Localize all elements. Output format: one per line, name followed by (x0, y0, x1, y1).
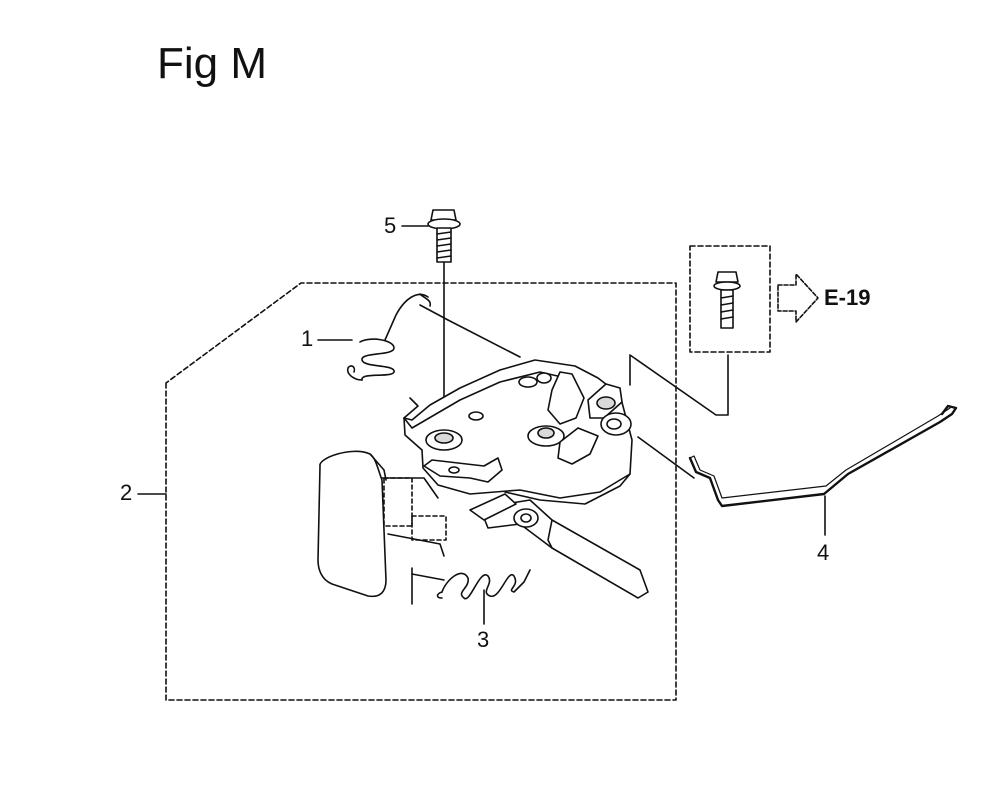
choke-plate (317, 450, 447, 598)
reference-arrow-icon (777, 273, 819, 323)
governor-arm-plate (403, 359, 633, 505)
control-pivot-bracket (547, 371, 632, 465)
assembly-outline (165, 282, 677, 701)
governor-rod-part-4 (688, 404, 958, 508)
control-lever-arm (469, 493, 649, 599)
callout-1-label: 1 (301, 326, 314, 351)
spring-part-1 (346, 293, 432, 381)
spring-leader-extra (403, 397, 419, 419)
reference-e19-label: E-19 (824, 285, 871, 310)
spring-part-3 (411, 567, 531, 605)
throttle-link-tab (423, 457, 503, 483)
leader-spring-hook (419, 304, 449, 321)
reference-bolt-box (689, 245, 771, 353)
callout-3-label: 3 (477, 627, 490, 652)
callout-leaders (137, 225, 826, 625)
leader-rod (637, 436, 695, 479)
callout-2-label: 2 (120, 480, 133, 505)
leader-spring-hook-2 (447, 319, 521, 358)
callout-5-label: 5 (384, 213, 397, 238)
flange-bolt-part-5 (427, 209, 461, 263)
callout-4-label: 4 (817, 540, 830, 565)
figure-title: Fig M (157, 39, 267, 88)
leader-ref-bolt (629, 354, 729, 416)
